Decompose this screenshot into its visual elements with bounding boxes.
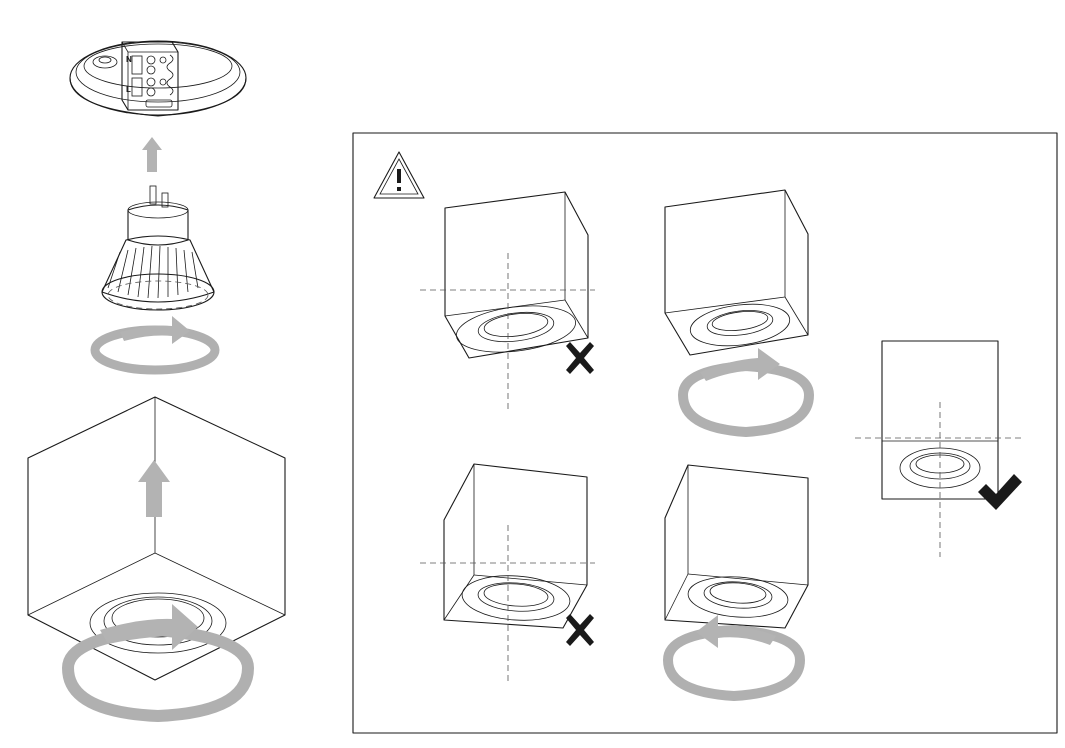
check-mark-icon bbox=[978, 474, 1022, 510]
warning-triangle-icon bbox=[373, 151, 425, 199]
rotate-arrow-icon bbox=[62, 604, 254, 723]
bulb bbox=[101, 185, 215, 311]
instruction-panel bbox=[352, 132, 1058, 734]
mounting-plate: N L bbox=[69, 40, 247, 117]
terminal-label-l: L bbox=[126, 85, 131, 94]
rotate-arrow-icon bbox=[678, 348, 815, 438]
up-arrow-icon bbox=[142, 137, 162, 172]
cross-mark-icon bbox=[566, 614, 594, 646]
terminal-block: N L bbox=[121, 41, 179, 111]
variant-rotate-left bbox=[663, 464, 809, 702]
cross-mark-icon bbox=[566, 342, 594, 374]
variant-tilted-square bbox=[420, 191, 595, 410]
rotate-arrow-icon bbox=[663, 615, 806, 702]
variant-rotate-right bbox=[664, 189, 815, 438]
terminal-label-n: N bbox=[126, 55, 132, 64]
housing-cube-large bbox=[27, 396, 286, 681]
variant-tilted-skew bbox=[420, 463, 595, 685]
up-arrow-icon bbox=[138, 460, 170, 517]
rotate-arrow-icon bbox=[90, 316, 220, 375]
variant-aligned bbox=[855, 340, 1025, 557]
